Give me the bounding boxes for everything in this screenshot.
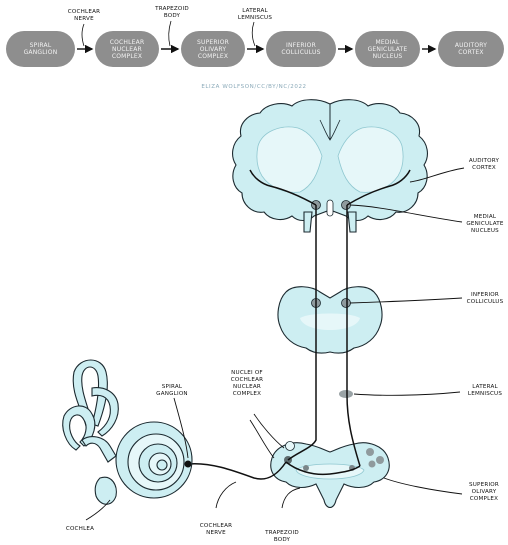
label-spiral-ganglion: SPIRAL GANGLION bbox=[150, 384, 194, 398]
inner-ear bbox=[63, 360, 192, 504]
label-cochlea: COCHLEA bbox=[60, 526, 100, 533]
label-cochlear-nerve: COCHLEAR NERVE bbox=[196, 523, 236, 537]
label-superior-olivary-complex: SUPERIOR OLIVARY COMPLEX bbox=[462, 482, 506, 503]
label-nuclei-of-cochlear-nuclear-complex: NUCLEI OF COCHLEAR NUCLEAR COMPLEX bbox=[222, 370, 272, 398]
label-trapezoid-body: TRAPEZOID BODY bbox=[260, 530, 304, 544]
midbrain-section bbox=[278, 287, 382, 353]
spiral-ganglion-dot bbox=[185, 461, 192, 468]
label-auditory-cortex: AUDITORY CORTEX bbox=[462, 158, 506, 172]
label-medial-geniculate-nucleus: MEDIAL GENICULATE NUCLEUS bbox=[462, 214, 508, 235]
cochlea bbox=[116, 422, 192, 498]
brain-coronal-section bbox=[233, 100, 428, 232]
label-inferior-colliculus: INFERIOR COLLICULUS bbox=[462, 292, 508, 306]
label-lateral-lemniscus: LATERAL LEMNISCUS bbox=[462, 384, 508, 398]
inferior-colliculus-right bbox=[342, 299, 351, 308]
lateral-lemniscus-marker bbox=[339, 390, 353, 398]
medial-geniculate-right bbox=[342, 201, 351, 210]
